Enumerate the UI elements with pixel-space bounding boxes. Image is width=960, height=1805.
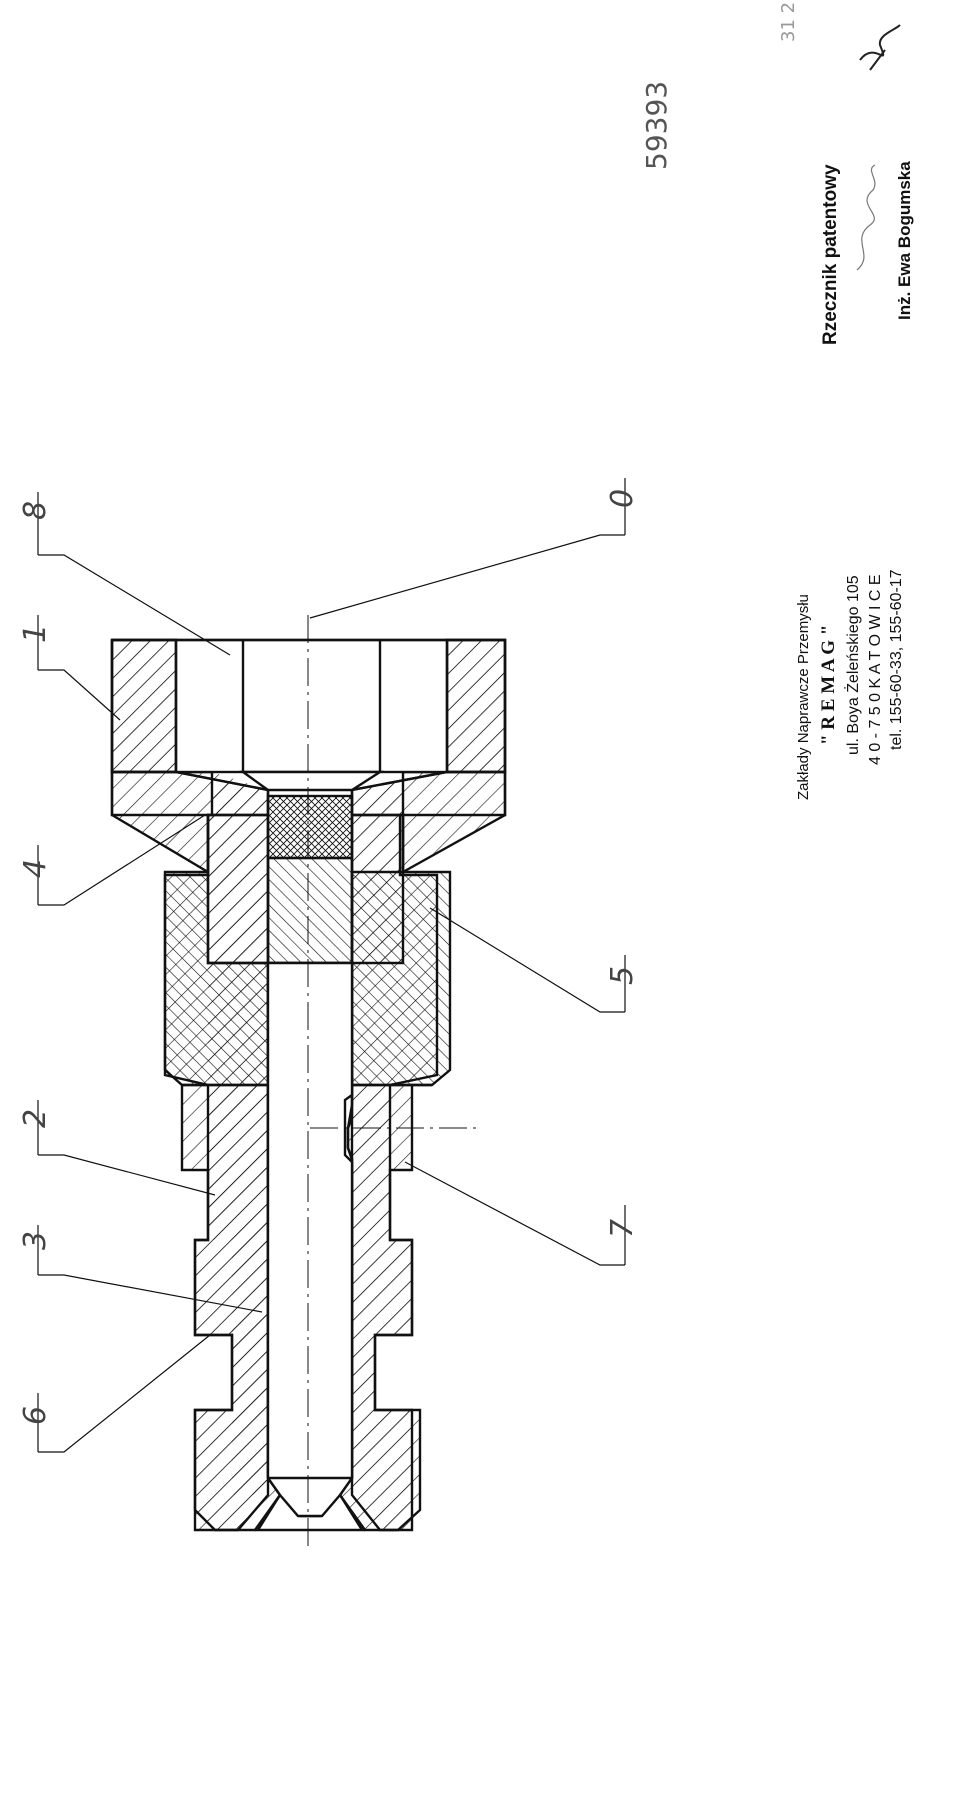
neck-left [206,813,270,965]
company-line4: 4 0 - 7 5 0 K A T O W I C E [867,574,884,765]
initials-mark [859,24,901,71]
part-label-7: 7 [605,1218,640,1238]
part-label-8: 8 [18,500,53,520]
pocket-8 [174,638,449,774]
company-line5: tel. 155-60-33, 155-60-17 [888,569,905,750]
company-line3: ul. Boya Żeleńskiego 105 [845,575,862,755]
lower-right-wall [338,1083,432,1532]
plug-insert [266,856,354,965]
signature [856,164,876,271]
flange-top-right [445,638,507,774]
part-label-0: 0 [605,488,640,508]
attorney-name: Inż. Ewa Bogumska [895,161,914,320]
cone-seat [239,770,385,792]
company-line1: Zakłady Naprawcze Przemysłu [795,594,812,800]
part-label-1: 1 [18,623,53,643]
part-label-2: 2 [18,1108,53,1128]
corner-mark: 31 2 7 1 3 [778,0,799,42]
company-line2: " R E M A G " [818,624,839,745]
part-label-4: 4 [18,858,53,878]
attorney-title: Rzecznik patentowy [820,164,841,345]
leaders [37,478,626,1453]
flange-top-left [110,638,178,774]
part-label-5: 5 [605,965,640,985]
part-label-3: 3 [18,1230,53,1250]
bore-clean [266,961,354,1518]
part-label-6: 6 [18,1405,53,1425]
neck-right [350,813,405,965]
lower-left-wall [180,1083,282,1532]
filter-insert [266,794,354,860]
document-number: 59393 [640,80,673,170]
